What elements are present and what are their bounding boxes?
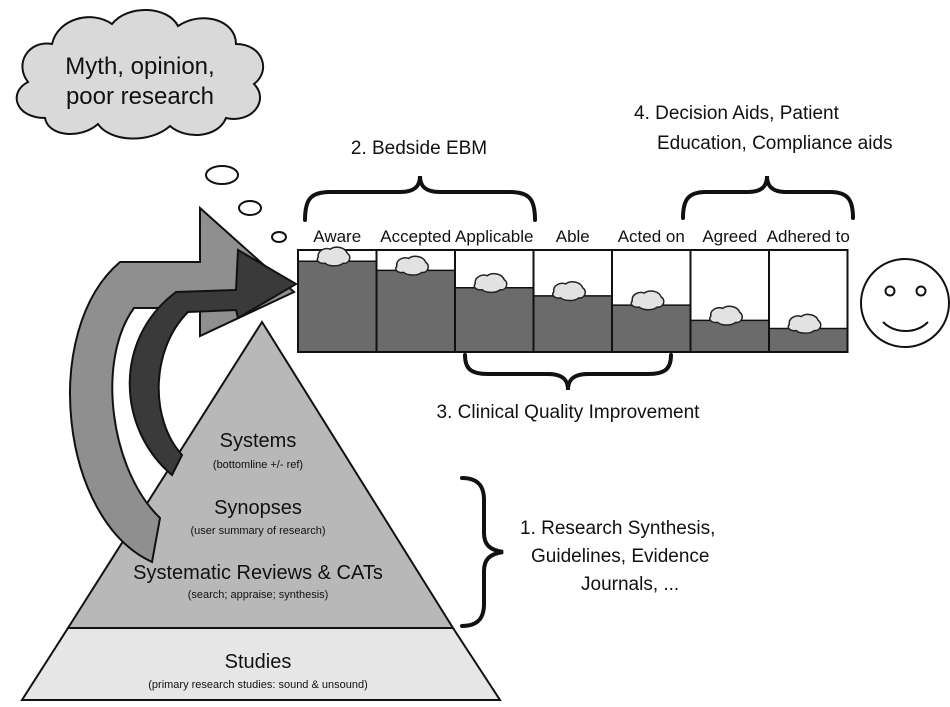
tier-reviews-title: Systematic Reviews & CATs xyxy=(133,562,383,584)
step-fill xyxy=(456,287,533,351)
braces xyxy=(303,175,855,628)
step-fill xyxy=(770,328,847,351)
tier-reviews-subtitle: (search; appraise; synthesis) xyxy=(188,589,329,601)
tier-systems-subtitle: (bottomline +/- ref) xyxy=(213,459,303,471)
bedside-ebm-label: 2. Bedside EBM xyxy=(351,138,487,159)
thought-cloud: Myth, opinion, poor research xyxy=(15,9,287,243)
step-fill xyxy=(534,295,611,351)
curved-arrows xyxy=(69,205,298,564)
step-fill xyxy=(299,261,376,351)
synthesis-line-3: Journals, ... xyxy=(581,574,679,595)
pipeline-step: Able xyxy=(532,227,613,353)
step-label: Aware xyxy=(313,227,361,246)
tier-studies-title: Studies xyxy=(225,651,292,673)
step-label: Applicable xyxy=(455,227,533,246)
floating-blob xyxy=(630,290,665,311)
synthesis-line-1: 1. Research Synthesis, xyxy=(520,518,715,539)
quality-brace xyxy=(463,353,673,391)
floating-blob xyxy=(394,255,430,276)
step-label: Able xyxy=(556,227,590,246)
step-label: Agreed xyxy=(702,227,757,246)
step-fill xyxy=(377,270,454,351)
pipeline-step: Acted on xyxy=(611,227,692,353)
floating-blob xyxy=(473,272,508,294)
tier-synopses-subtitle: (user summary of research) xyxy=(190,525,325,537)
evidence-pyramid: Systems (bottomline +/- ref) Synopses (u… xyxy=(20,320,502,701)
smiley-face-icon xyxy=(860,258,950,348)
step-fill xyxy=(613,305,690,351)
pipeline-step: Applicable xyxy=(454,227,535,353)
pipeline-step: Accepted xyxy=(375,227,456,353)
pipeline-step: Agreed xyxy=(689,227,770,353)
tier-studies-subtitle: (primary research studies: sound & unsou… xyxy=(148,679,368,691)
pyramid-base xyxy=(20,627,502,701)
annotations: 2. Bedside EBM 4. Decision Aids, Patient… xyxy=(351,103,893,595)
floating-blob xyxy=(551,281,587,302)
floating-blob xyxy=(708,305,744,326)
step-label: Acted on xyxy=(618,227,685,246)
step-label: Adhered to xyxy=(767,227,850,246)
pipeline-step: Aware xyxy=(297,227,378,353)
floating-blob xyxy=(787,313,822,334)
decision-aids-line-2: Education, Compliance aids xyxy=(657,133,893,154)
floating-blob xyxy=(316,246,351,267)
thought-bubble-large xyxy=(205,165,239,185)
pipeline-step: Adhered to xyxy=(767,227,850,353)
synthesis-line-2: Guidelines, Evidence xyxy=(531,546,710,567)
thought-bubble-medium xyxy=(238,200,262,216)
synthesis-brace xyxy=(460,476,504,628)
cloud-line-2: poor research xyxy=(66,83,214,110)
decision-aids-line-1: 4. Decision Aids, Patient xyxy=(634,103,840,124)
cloud-line-1: Myth, opinion, xyxy=(65,53,214,80)
tier-systems-title: Systems xyxy=(220,430,297,452)
step-label: Accepted xyxy=(380,227,451,246)
decision-aids-brace xyxy=(681,175,855,220)
inner-arrow xyxy=(128,248,298,477)
bedside-brace xyxy=(303,175,537,222)
tier-synopses-title: Synopses xyxy=(214,497,302,519)
thought-bubble-small xyxy=(271,231,287,243)
quality-label: 3. Clinical Quality Improvement xyxy=(437,402,701,423)
